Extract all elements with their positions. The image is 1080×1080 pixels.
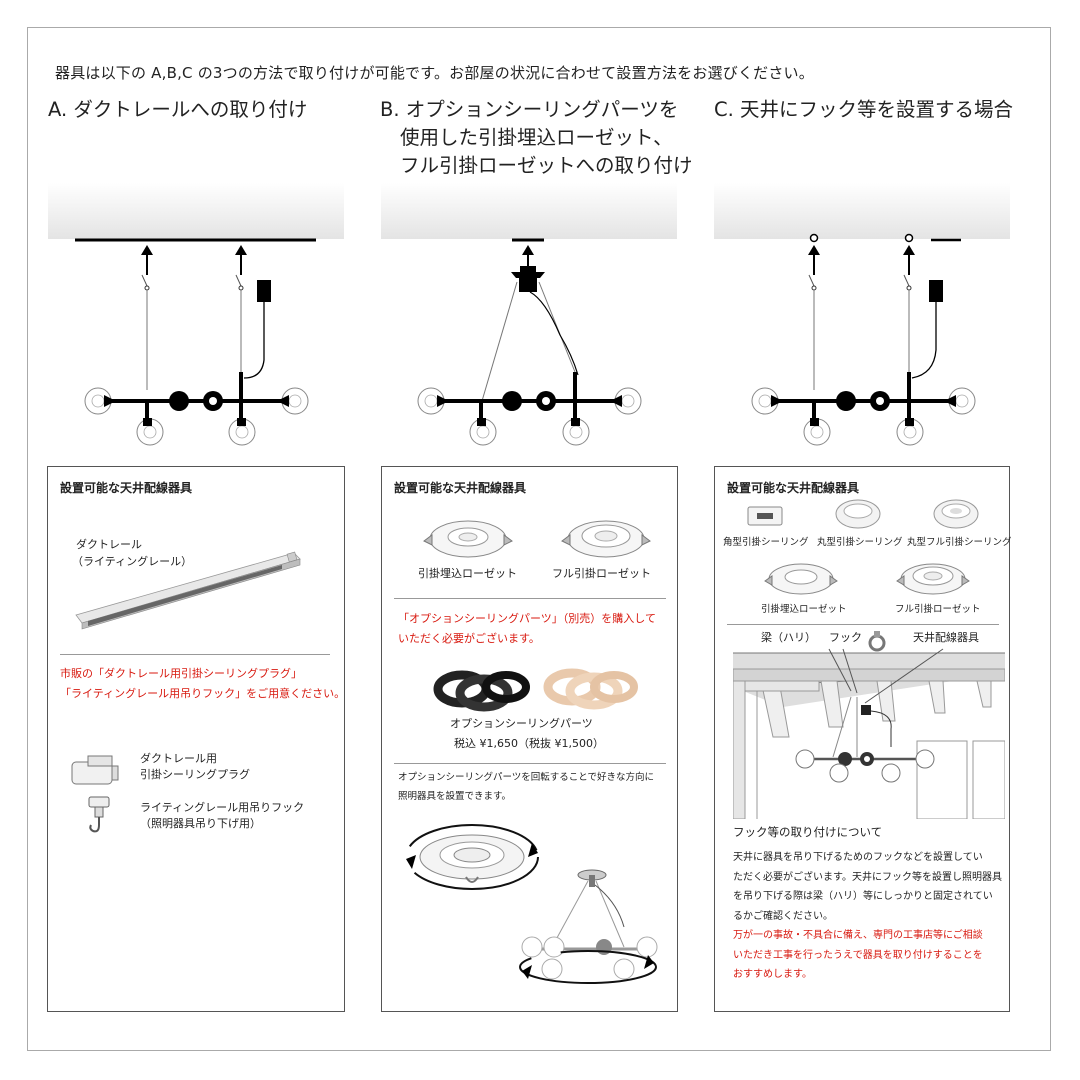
square-ceiling-image	[747, 506, 783, 526]
option-parts-image	[433, 668, 638, 712]
ring-hook-icon	[868, 631, 886, 652]
hook-para-line4: るかご確認ください。	[733, 910, 833, 922]
option-parts-price: 税込 ¥1,650（税抜 ¥1,500）	[454, 737, 604, 750]
hook-warning-line1: 万が一の事故・不具合に備え、専門の工事店等にご相談	[733, 930, 983, 941]
ceiling-a	[48, 183, 344, 239]
rosette2-label: フル引掛ローゼット	[552, 567, 651, 580]
panel-b-note-2: いただく必要がございます。	[398, 632, 540, 645]
fixture-round-label: 丸型引掛シーリング	[817, 537, 903, 548]
rosette-embedded-image	[423, 520, 513, 558]
hook-para-line3: を吊り下げる際は梁（ハリ）等にしっかりと固定されてい	[733, 891, 993, 902]
round-ceiling-image	[835, 499, 881, 529]
hook-section-title: フック等の取り付けについて	[733, 825, 883, 839]
rail-label-2: （ライティングレール）	[72, 555, 193, 568]
option-parts-name: オプションシーリングパーツ	[450, 717, 593, 730]
ceiling-c	[714, 183, 1010, 239]
ceiling-plug-image	[71, 755, 119, 785]
rail-label-1: ダクトレール	[76, 538, 142, 551]
panel-a-title: 設置可能な天井配線器具	[60, 481, 193, 495]
hook-warning-line2: いただき工事を行ったうえで器具を取り付けすることを	[733, 949, 983, 961]
label-fixture: 天井配線器具	[913, 631, 979, 644]
method-b-title: B. オプションシーリングパーツを 使用した引掛埋込ローゼット、 フル引掛ローゼ…	[380, 96, 693, 180]
rotation-illustration	[405, 824, 658, 984]
panel-b-note-1: 「オプションシーリングパーツ」（別売）を購入して	[398, 612, 656, 625]
illustration-b	[417, 238, 642, 446]
label-hook: フック	[829, 631, 862, 644]
fixture-square-label: 角型引掛シーリング	[723, 537, 809, 548]
hanging-hook-icon	[88, 796, 110, 833]
illustration-c	[751, 233, 976, 446]
rosette-full-image	[561, 520, 651, 558]
rosette1-label: 引掛埋込ローゼット	[418, 567, 517, 580]
beam-installation-diagram	[733, 648, 1005, 819]
fixture-rosette-full-label: フル引掛ローゼット	[895, 604, 981, 615]
hook-warning-line3: おすすめします。	[733, 969, 812, 980]
hook-paragraph: 天井に器具を吊り下げるためのフックなどを設置してい ただく必要がございます。天井…	[733, 848, 1002, 985]
panel-a: 設置可能な天井配線器具 ダクトレール （ライティングレール） 市販の「ダクトレー…	[47, 466, 345, 1012]
rotate-note-2: 照明器具を設置できます。	[398, 791, 512, 802]
intro-text: 器具は以下の A,B,C の3つの方法で取り付けが可能です。お部屋の状況に合わせ…	[55, 64, 814, 82]
rosette-full-image-c	[896, 563, 970, 595]
panel-a-note-2: 「ライティングレール用吊りフック」をご用意ください。	[60, 687, 346, 700]
item1-line2: 引掛シーリングプラグ	[140, 768, 250, 781]
duct-rail-image	[75, 551, 301, 630]
panel-c-title: 設置可能な天井配線器具	[727, 481, 860, 495]
rotate-note-1: オプションシーリングパーツを回転することで好きな方向に	[398, 772, 655, 783]
label-beam: 梁（ハリ）	[761, 631, 816, 644]
rosette-embedded-image-c	[764, 563, 838, 595]
installation-illustrations	[75, 233, 976, 446]
method-b-title-line1: B. オプションシーリングパーツを	[380, 98, 679, 121]
fixture-round-full-label: 丸型フル引掛シーリング	[907, 537, 1012, 548]
method-c-title: C. 天井にフック等を設置する場合	[714, 98, 1014, 121]
panel-c: 設置可能な天井配線器具 角型引掛シーリング 丸型引掛シーリング 丸型フル引掛シー…	[714, 466, 1012, 1012]
method-b-title-line2: 使用した引掛埋込ローゼット、	[400, 126, 673, 149]
panel-b-title: 設置可能な天井配線器具	[394, 481, 527, 495]
round-full-ceiling-image	[933, 499, 979, 529]
hook-para-line2: ただく必要がございます。天井にフック等を設置し照明器具	[733, 871, 1002, 883]
page-frame	[27, 27, 1051, 1051]
hook-para-line1: 天井に器具を吊り下げるためのフックなどを設置してい	[733, 852, 983, 863]
panel-a-note-1: 市販の「ダクトレール用引掛シーリングプラグ」	[60, 667, 302, 680]
item2-line2: （照明器具吊り下げ用）	[140, 817, 261, 830]
item2-line1: ライティングレール用吊りフック	[140, 801, 305, 814]
item1-line1: ダクトレール用	[140, 752, 217, 765]
method-a-title: A. ダクトレールへの取り付け	[48, 98, 308, 121]
illustration-a	[75, 238, 316, 446]
ceiling-b	[381, 183, 677, 239]
method-b-title-line3: フル引掛ローゼットへの取り付け	[400, 154, 693, 177]
fixture-rosette-embedded-label: 引掛埋込ローゼット	[761, 604, 847, 615]
panel-b: 設置可能な天井配線器具 引掛埋込ローゼット フル引掛ローゼット 「オプションシー…	[381, 466, 678, 1012]
